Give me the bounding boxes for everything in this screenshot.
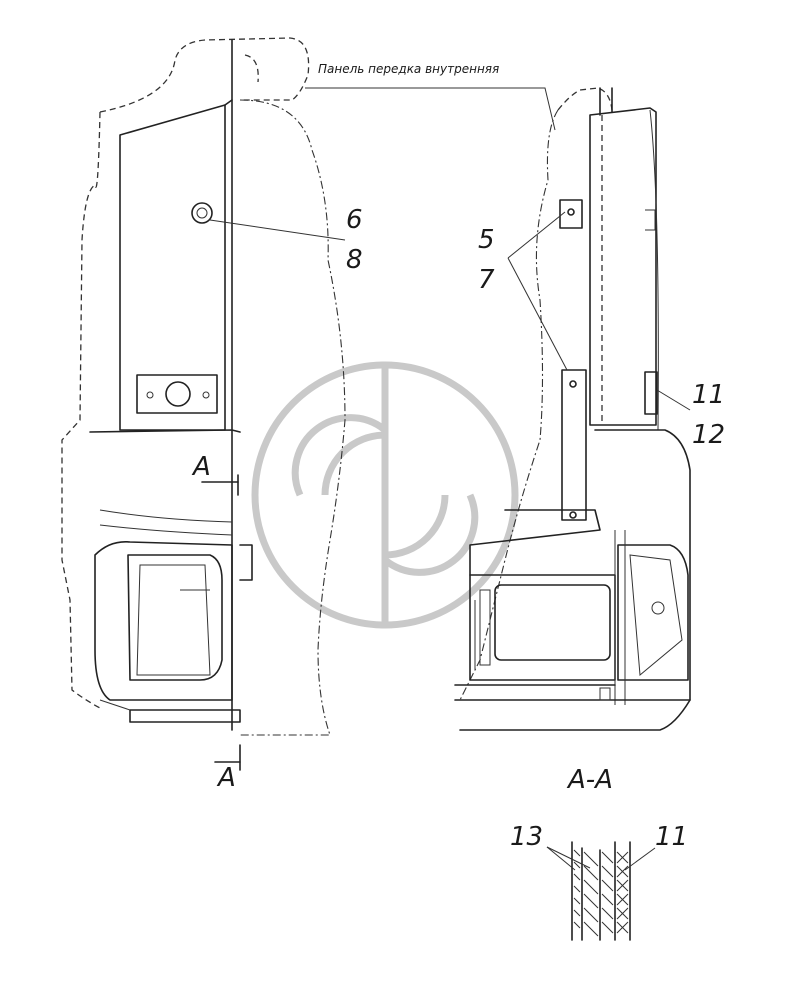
callout-11-section: 11	[655, 822, 689, 852]
callout-7: 7	[478, 265, 495, 295]
callout-6: 6	[346, 205, 363, 235]
callout-5: 5	[478, 225, 495, 255]
note-leader-line	[305, 87, 556, 131]
right-panel-assembly	[454, 87, 691, 731]
section-marker-bottom: A	[218, 763, 236, 793]
left-panel-assembly	[61, 37, 346, 771]
callout-8: 8	[346, 245, 363, 275]
callout-11: 11	[692, 380, 726, 410]
section-a-a-view	[546, 841, 656, 941]
callout-12: 12	[692, 420, 726, 450]
watermark-logo-icon	[251, 361, 519, 629]
section-view-title: A-A	[568, 765, 613, 795]
section-marker-top: A	[193, 452, 211, 482]
inner-front-panel-note: Панель передка внутренняя	[318, 62, 500, 76]
callout-13: 13	[510, 822, 544, 852]
